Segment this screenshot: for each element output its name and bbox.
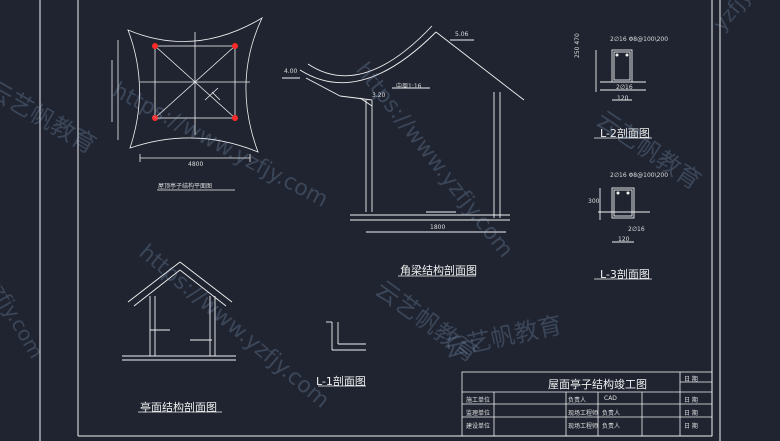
l3-height: 300: [588, 198, 600, 205]
plan-width-dim: 4800: [188, 161, 204, 168]
roof-plan-column-nodes: [152, 43, 238, 121]
l3-section-drawing: [598, 187, 650, 243]
tb-cell-c3: 现场工程师: [568, 423, 599, 430]
tb-cell-d3: 日 期: [684, 410, 698, 417]
roof-plan-title: 屋顶亭子结构平面图: [158, 183, 213, 190]
l3-title: L-3剖面图: [600, 268, 650, 281]
l2-bottom-rebar: 2∅16: [616, 84, 633, 91]
tb-cell-d1: 日 期: [684, 376, 698, 383]
tb-cell-d4: 日 期: [684, 423, 698, 430]
corner-beam-title: 角梁结构剖面图: [400, 264, 477, 277]
roof-plan-drawing: [111, 16, 263, 162]
tb-cell-f2: 负责人: [602, 423, 621, 430]
l2-top-rebar: 2∅16 Φ8@100\200: [610, 36, 669, 43]
tb-cell-c1: 负责人: [568, 397, 587, 404]
l2-width: 120: [617, 95, 629, 102]
l3-width: 120: [618, 236, 630, 243]
project-title: 屋面亭子结构竣工图: [548, 378, 647, 391]
tb-row-construction: 施工单位: [466, 397, 491, 404]
l3-bottom-rebar: 2∅16: [628, 226, 645, 233]
tb-row-supervision: 监理单位: [466, 410, 491, 417]
tb-cell-d2: 日 期: [684, 397, 698, 404]
elevation-506: 5.06: [455, 31, 469, 38]
tb-cell-cad: CAD: [604, 395, 617, 402]
elevation-400: 4.00: [284, 68, 298, 75]
corner-width-dim: 1800: [430, 224, 446, 231]
sheet-frame: [39, 0, 721, 441]
zhongtong-note: 中周1:16: [396, 83, 422, 90]
tb-cell-c2: 现场工程师: [568, 410, 599, 417]
l2-rebar: [615, 53, 629, 57]
tb-cell-f1: 负责人: [602, 410, 621, 417]
title-block-grid: [461, 371, 713, 437]
l1-title: L-1剖面图: [316, 375, 366, 388]
corner-beam-drawing: [282, 25, 525, 233]
l2-title: L-2剖面图: [600, 127, 650, 140]
l2-height: 250 470: [574, 33, 581, 58]
l3-rebar: [616, 191, 630, 195]
title-underlines: [398, 137, 652, 280]
l1-section-drawing: [326, 321, 366, 351]
pavilion-title: 亭面结构剖面图: [140, 401, 217, 414]
elevation-320: 3.20: [372, 92, 386, 99]
pavilion-section-drawing: [122, 261, 236, 361]
l2-section-drawing: [595, 49, 646, 101]
tb-row-owner: 建设单位: [466, 423, 491, 430]
l3-top-rebar: 2∅16 Φ8@100\200: [610, 172, 669, 179]
